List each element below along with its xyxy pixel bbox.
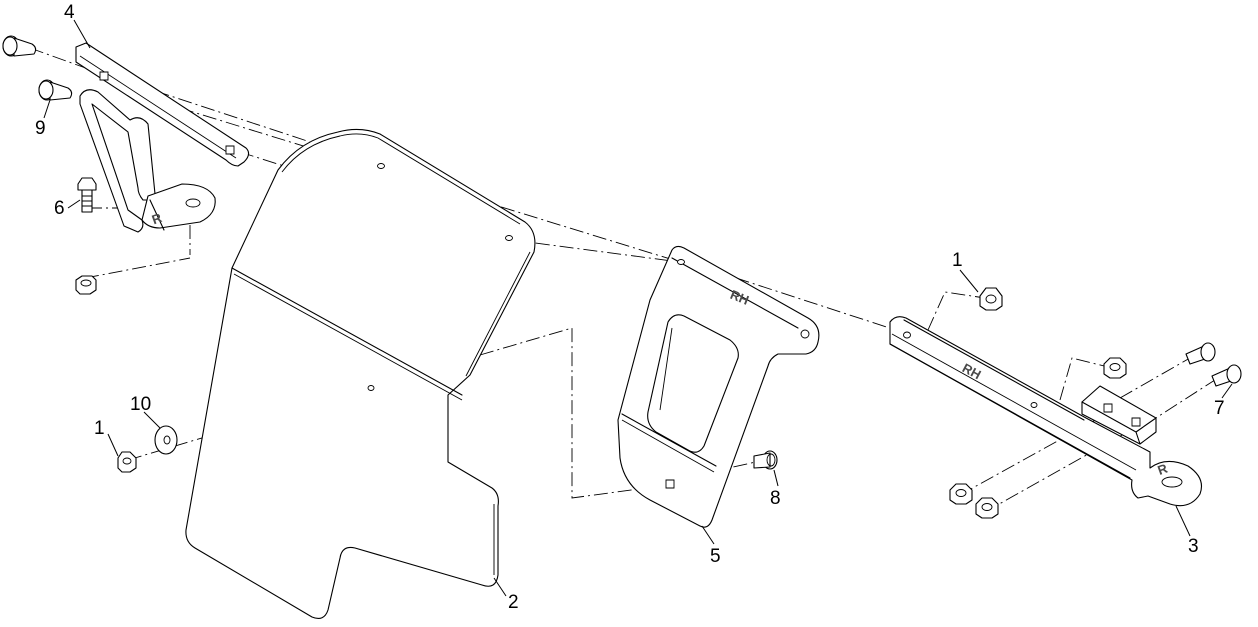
strap-part-4 — [75, 42, 250, 167]
nut-rail-lower-b — [975, 497, 999, 519]
callout-1-right: 1 — [952, 250, 963, 271]
callout-4: 4 — [64, 2, 75, 23]
bolt-part-7-upper — [1185, 342, 1216, 365]
left-bracket: R — [79, 89, 216, 233]
callout-7: 7 — [1214, 398, 1225, 419]
washer-part-10 — [154, 425, 178, 455]
callout-3: 3 — [1188, 536, 1199, 557]
nut-left-bottom — [75, 275, 97, 295]
bolt-part-7-lower — [1211, 364, 1242, 387]
callout-10: 10 — [130, 394, 151, 415]
callout-9: 9 — [35, 118, 46, 139]
callout-8: 8 — [770, 488, 781, 509]
callout-6: 6 — [54, 198, 65, 219]
bolt-part-6 — [77, 177, 97, 213]
nut-part-1-right — [979, 287, 1003, 311]
callout-2: 2 — [508, 592, 519, 613]
nut-part-1-left — [117, 451, 137, 473]
callout-labels: 4 9 6 1 1 10 7 8 5 3 2 — [35, 2, 1225, 613]
bolt-part-8 — [753, 450, 778, 470]
large-panel-part-2 — [185, 128, 536, 619]
callout-leaders — [43, 19, 1233, 597]
nut-rail-upper — [1103, 357, 1127, 379]
callout-5: 5 — [710, 546, 721, 567]
rh-panel-part-5: RH — [617, 245, 820, 528]
callout-1-left: 1 — [94, 418, 105, 439]
pin-part-9-upper — [2, 35, 37, 57]
nut-rail-lower-a — [949, 483, 973, 505]
panel-rh-stamp: RH — [728, 287, 751, 308]
rail-part-3: RH R — [889, 316, 1203, 507]
pin-part-9-lower — [38, 79, 73, 101]
